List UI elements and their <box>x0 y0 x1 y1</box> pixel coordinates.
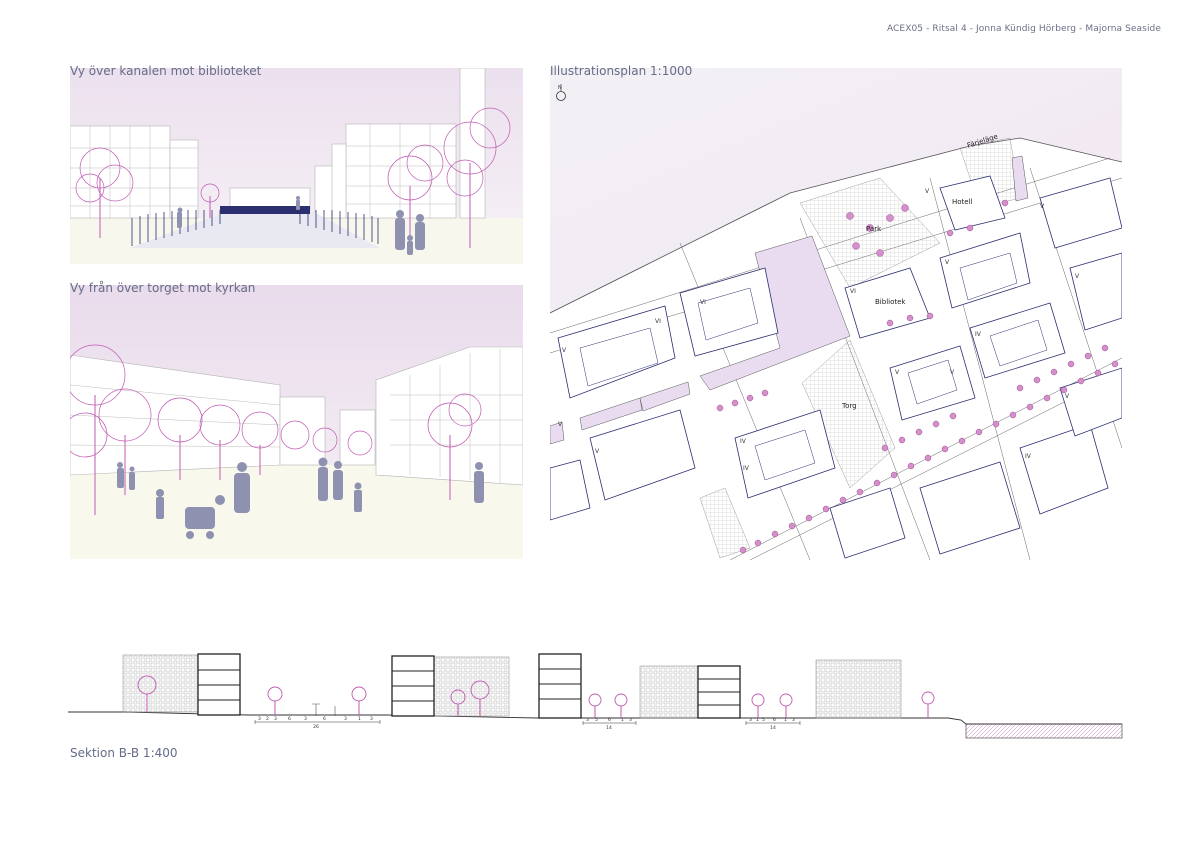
section-drawing: 26 3 2 3 6 3 6 3 1 3 14 3 5 6 1 3 14 3 1… <box>68 640 1124 740</box>
north-label: N <box>558 85 562 91</box>
floor-label: V <box>562 347 567 354</box>
section-title: Sektion B-B 1:400 <box>70 746 178 760</box>
label-park: Park <box>866 225 882 233</box>
dim3-part: 1 <box>756 717 759 723</box>
floor-label: IV <box>975 331 982 338</box>
label-hotel: Hotell <box>952 198 973 206</box>
dim3-part: 3 <box>749 717 752 723</box>
dim2-total: 14 <box>606 725 612 731</box>
floor-label: V <box>950 369 955 376</box>
dim1-part: 6 <box>288 716 291 722</box>
floor-label: IV <box>740 438 747 445</box>
dim2-part: 5 <box>595 717 598 723</box>
floor-label: V <box>558 421 563 428</box>
floor-label: V <box>1075 273 1080 280</box>
view2-image <box>70 285 523 559</box>
label-library: Bibliotek <box>875 298 906 306</box>
dim1-part: 3 <box>258 716 261 722</box>
dim3-part: 3 <box>792 717 795 723</box>
north-arrow-icon <box>556 84 566 101</box>
floor-label: IV <box>743 465 750 472</box>
floor-label: V <box>1065 393 1070 400</box>
dim2-part: 3 <box>629 717 632 723</box>
dim1-part: 3 <box>274 716 277 722</box>
label-square: Torg <box>841 402 857 410</box>
dim2-part: 6 <box>608 717 611 723</box>
floor-label: V <box>945 259 950 266</box>
dim1-part: 3 <box>304 716 307 722</box>
view2-title: Vy från över torget mot kyrkan <box>70 281 256 295</box>
dim2-part: 3 <box>586 717 589 723</box>
dim1-part: 1 <box>358 716 361 722</box>
dim3-total: 14 <box>770 725 776 731</box>
floor-label: VI <box>700 299 706 306</box>
view1-image <box>70 68 523 264</box>
floor-label: V <box>595 448 600 455</box>
floor-label: VI <box>850 288 856 295</box>
sheet-header: ACEX05 - Ritsal 4 - Jonna Kündig Hörberg… <box>886 24 1161 34</box>
floor-label: V <box>925 188 930 195</box>
floor-label: V <box>1040 203 1045 210</box>
floor-label: IV <box>1025 453 1032 460</box>
illustration-plan: N <box>550 68 1122 560</box>
dim2-part: 1 <box>621 717 624 723</box>
dim1-part: 3 <box>370 716 373 722</box>
floor-label: V <box>895 369 900 376</box>
dim1-part: 2 <box>266 716 269 722</box>
dim3-part: 6 <box>773 717 776 723</box>
view1-title: Vy över kanalen mot biblioteket <box>70 64 262 78</box>
floor-label: VI <box>655 318 661 325</box>
dim1-part: 6 <box>323 716 326 722</box>
dim3-part: 1 <box>784 717 787 723</box>
dim3-part: 5 <box>762 717 765 723</box>
plan-title: Illustrationsplan 1:1000 <box>550 64 693 78</box>
dim1-total: 26 <box>313 724 319 730</box>
dim1-part: 3 <box>344 716 347 722</box>
